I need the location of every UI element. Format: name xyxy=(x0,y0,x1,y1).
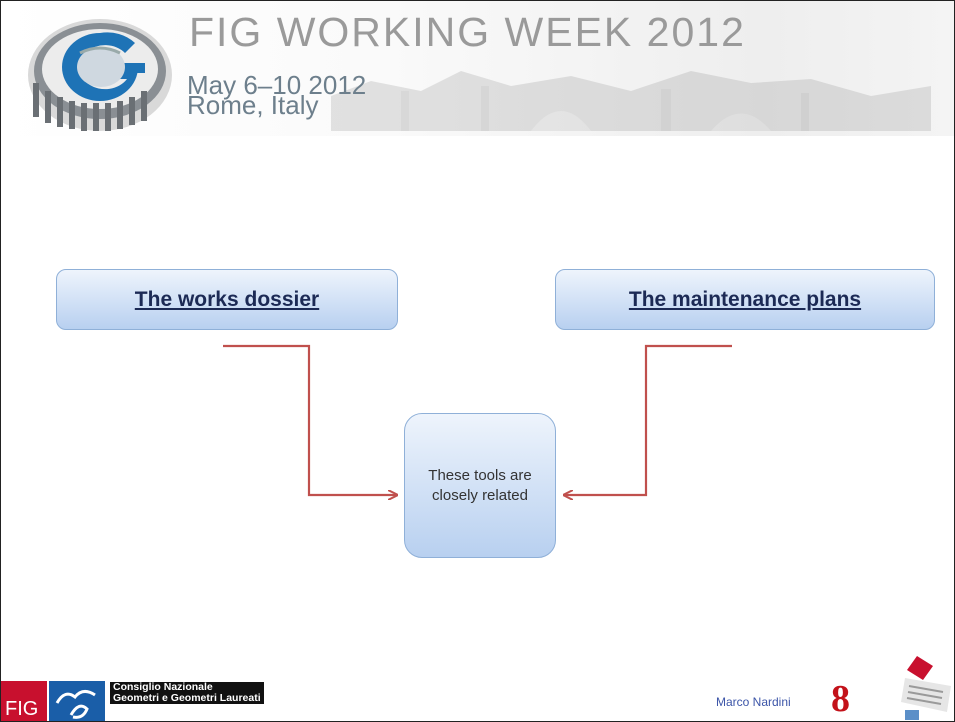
conference-title: FIG WORKING WEEK 2012 xyxy=(189,9,746,55)
maintenance-plans-box: The maintenance plans xyxy=(555,269,935,330)
cng-line-2: Geometri e Geometri Laureati xyxy=(113,692,261,704)
author-name: Marco Nardini xyxy=(716,695,791,709)
conference-dates: May 6–10 2012 xyxy=(187,70,367,100)
tools-related-label: These tools are closely related xyxy=(428,466,532,504)
cng-label: Consiglio Nazionale Geometri e Geometri … xyxy=(110,682,264,704)
roma-ribbon-logo xyxy=(901,656,951,720)
tools-related-box: These tools are closely related xyxy=(404,413,556,558)
conference-place: Rome, Italy xyxy=(187,90,319,120)
maintenance-plans-label[interactable]: The maintenance plans xyxy=(628,287,862,311)
roman-ruins-watermark xyxy=(331,71,931,131)
works-dossier-box: The works dossier xyxy=(56,269,398,330)
right-connector-arrow xyxy=(564,344,732,495)
colosseum-g-logo xyxy=(28,19,172,131)
works-dossier-label[interactable]: The works dossier xyxy=(134,287,320,311)
header-banner: FIG WORKING WEEK 2012 May 6–10 2012 Rome… xyxy=(1,1,954,136)
cng-line-1: Consiglio Nazionale xyxy=(113,681,213,693)
fig-logo: FIG xyxy=(1,681,105,721)
fig-logo-text: FIG xyxy=(5,698,38,720)
left-connector-arrow xyxy=(223,344,397,495)
page-number: 8 xyxy=(831,678,850,720)
